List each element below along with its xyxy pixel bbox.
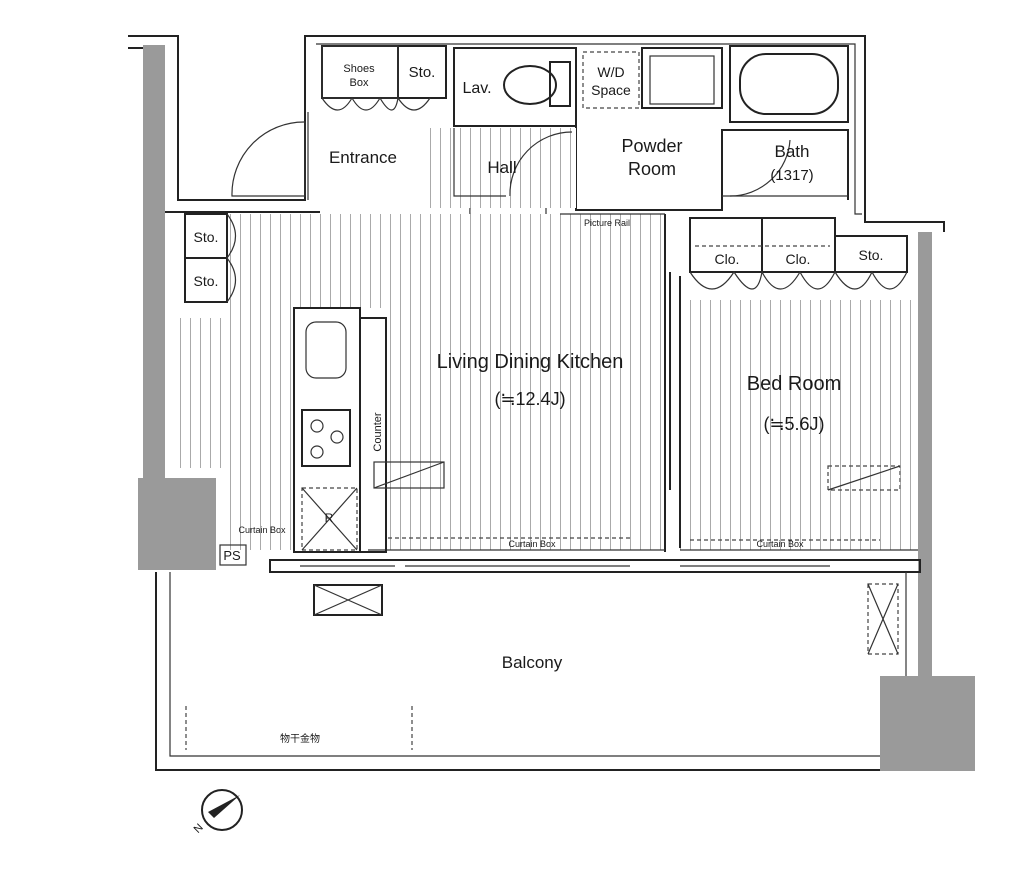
hall-label: Hall — [487, 158, 516, 177]
wd-space-label-2: Space — [591, 82, 631, 98]
wd-space-label: W/D — [597, 64, 624, 80]
storage-left — [184, 213, 237, 303]
ldk-size-label: (≒12.4J) — [494, 389, 565, 409]
shoes-box-label: Shoes — [343, 63, 375, 75]
curtain-box-label-3: Curtain Box — [756, 539, 804, 549]
powder-room-label: Powder — [621, 136, 682, 156]
bath-size-label: (1317) — [770, 167, 813, 184]
compass-north-label: N — [192, 822, 206, 836]
balcony-label: Balcony — [502, 653, 563, 672]
storage-label-bed: Sto. — [859, 247, 884, 263]
bedroom — [669, 217, 918, 551]
closet-label-2: Clo. — [786, 251, 811, 267]
fridge-label: R — [325, 511, 334, 525]
shoes-box-label-2: Box — [350, 77, 369, 89]
closet-label-1: Clo. — [715, 251, 740, 267]
curtain-box-label-1: Curtain Box — [238, 525, 286, 535]
bath-label: Bath — [775, 142, 810, 161]
storage-label-1: Sto. — [194, 229, 219, 245]
ldk-label: Living Dining Kitchen — [437, 351, 624, 373]
window-line — [219, 544, 921, 573]
picture-rail-label: Picture Rail — [584, 218, 630, 228]
bedroom-size-label: (≒5.6J) — [763, 414, 824, 434]
ldk-floor — [180, 213, 666, 552]
drying-hardware-label: 物干金物 — [280, 732, 320, 745]
storage-label-entry: Sto. — [409, 64, 436, 81]
outer-outline — [128, 35, 945, 232]
ps-label: PS — [223, 548, 241, 563]
counter-label: Counter — [372, 412, 384, 451]
bedroom-label: Bed Room — [747, 373, 842, 395]
lav-label: Lav. — [462, 80, 491, 97]
curtain-box-label-2: Curtain Box — [508, 539, 556, 549]
storage-label-2: Sto. — [194, 273, 219, 289]
service-zone — [231, 45, 849, 289]
entrance-label: Entrance — [329, 148, 397, 167]
kitchen — [293, 307, 445, 553]
structural-walls — [138, 45, 975, 771]
compass-icon — [201, 789, 243, 831]
balcony-area — [155, 572, 907, 771]
powder-room-label-2: Room — [628, 159, 676, 179]
